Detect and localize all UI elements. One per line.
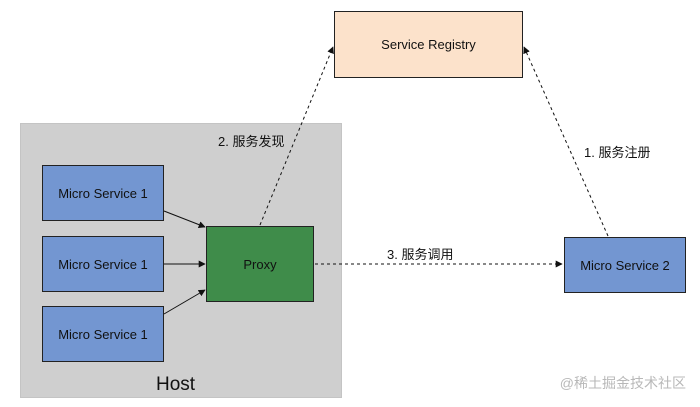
edge-label-register: 1. 服务注册 — [584, 145, 651, 160]
watermark: @稀土掘金技术社区 — [559, 375, 686, 391]
edge-label-invoke: 3. 服务调用 — [387, 247, 454, 262]
micro-service-2-node: Micro Service 2 — [564, 237, 686, 293]
service-registry-node: Service Registry — [334, 11, 523, 78]
micro-service-node-3: Micro Service 1 — [42, 306, 164, 362]
micro-service-node-2: Micro Service 1 — [42, 236, 164, 292]
proxy-node: Proxy — [206, 226, 314, 302]
micro-service-node-1: Micro Service 1 — [42, 165, 164, 221]
edge-label-discover: 2. 服务发现 — [218, 134, 285, 149]
host-label: Host — [156, 374, 196, 395]
